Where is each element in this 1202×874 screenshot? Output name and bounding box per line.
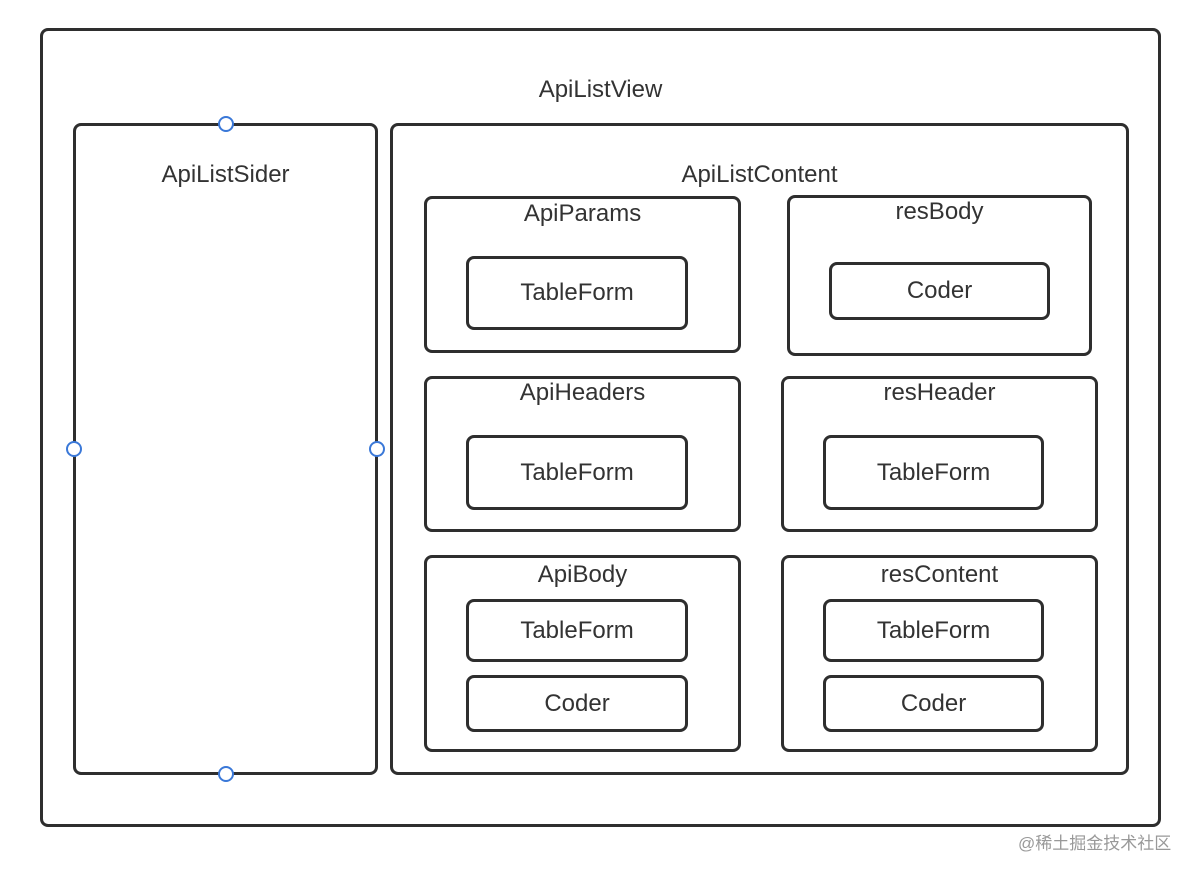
table-form: TableForm (466, 435, 688, 510)
panel-res-header: resHeader TableForm (781, 376, 1098, 532)
panel-api-body: ApiBody TableForm Coder (424, 555, 741, 752)
table-form: TableForm (823, 435, 1044, 510)
api-list-content: ApiListContent (390, 123, 1129, 775)
api-list-view-title: ApiListView (538, 76, 663, 103)
panel-res-body: resBody Coder (787, 195, 1092, 356)
coder: Coder (466, 675, 688, 732)
api-list-view: ApiListView (40, 28, 1161, 827)
panel-title: ApiHeaders (519, 379, 646, 406)
resize-handle-left[interactable] (66, 441, 82, 457)
table-form: TableForm (823, 599, 1044, 662)
coder: Coder (823, 675, 1044, 732)
panel-api-params: ApiParams TableForm (424, 196, 741, 353)
panel-title: ApiBody (537, 561, 628, 588)
coder: Coder (829, 262, 1050, 320)
panel-title: resBody (895, 198, 984, 225)
panel-title: resContent (880, 561, 999, 588)
panel-title: resHeader (883, 379, 996, 406)
table-form: TableForm (466, 599, 688, 662)
table-form: TableForm (466, 256, 688, 330)
panel-api-headers: ApiHeaders TableForm (424, 376, 741, 532)
panel-title: ApiParams (523, 200, 642, 227)
api-list-sider-title: ApiListSider (161, 161, 290, 188)
resize-handle-right[interactable] (369, 441, 385, 457)
resize-handle-bottom[interactable] (218, 766, 234, 782)
api-list-content-title: ApiListContent (681, 161, 838, 188)
watermark: @稀土掘金技术社区 (1018, 834, 1172, 853)
api-list-sider[interactable]: ApiListSider (73, 123, 378, 775)
resize-handle-top[interactable] (218, 116, 234, 132)
panel-res-content: resContent TableForm Coder (781, 555, 1098, 752)
